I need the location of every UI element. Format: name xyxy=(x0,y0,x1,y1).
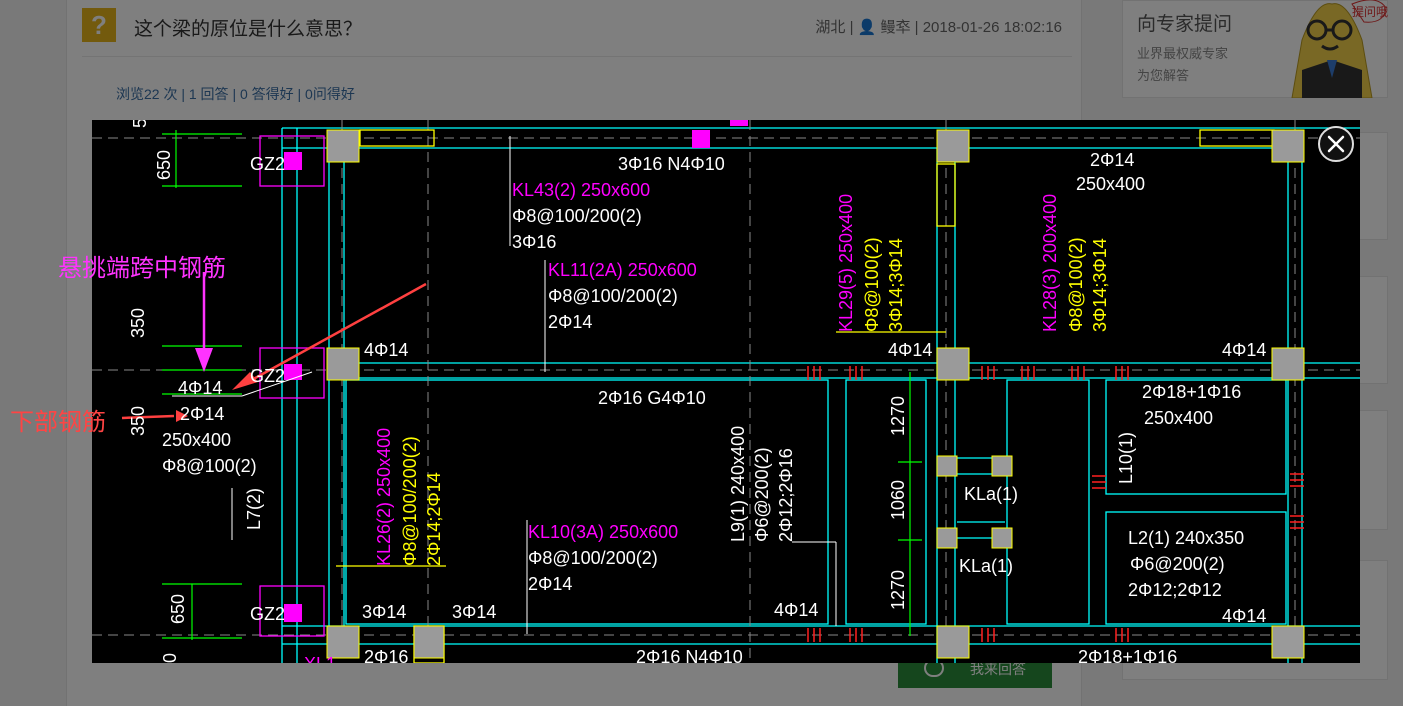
annotation-cantilever-midspan: 悬挑端跨中钢筋 xyxy=(58,254,226,282)
close-lightbox-button[interactable] xyxy=(1318,126,1354,162)
kl10-label: KL10(3A) 250x600 xyxy=(528,522,678,542)
cantilever-section: 250x400 xyxy=(162,430,231,450)
bottom-rebar-3phi14-a: 3Φ14 xyxy=(362,602,406,622)
kl43-rebar: 3Φ16 xyxy=(512,232,556,252)
gz2-label-bottom: GZ2 xyxy=(250,604,285,624)
beam-lines xyxy=(281,127,1360,663)
kla-label-1: KLa(1) xyxy=(964,484,1018,504)
l10-label: L10(1) xyxy=(1116,432,1136,484)
image-lightbox: GZ2 GZ2 GZ2 3Φ16 N4Φ10 Φ8@100/200(2) 3Φ1… xyxy=(92,120,1360,663)
kl26-rebar: 2Φ14;2Φ14 xyxy=(424,472,444,566)
dim-350-b: 350 xyxy=(128,406,148,436)
l9-stirrup: Φ6@200(2) xyxy=(752,447,772,542)
kl28-stirrup: Φ8@100(2) xyxy=(1066,237,1086,332)
kl11-label: KL11(2A) 250x600 xyxy=(548,260,697,280)
top-right-section: 250x400 xyxy=(1076,174,1145,194)
kl29-rebar: 3Φ14;3Φ14 xyxy=(886,238,906,332)
kl43-stirrup: Φ8@100/200(2) xyxy=(512,206,642,226)
bottom-right-beam-rebar: 2Φ18+1Φ16 xyxy=(1078,647,1177,663)
l7-label: L7(2) xyxy=(244,488,264,530)
section-marks xyxy=(807,366,1304,642)
dim-1060: 1060 xyxy=(888,480,908,520)
dim-1270-b: 1270 xyxy=(888,570,908,610)
dim-350-a: 350 xyxy=(128,308,148,338)
kl43-top-rebar: 3Φ16 N4Φ10 xyxy=(618,154,725,174)
top-right-rebar: 2Φ14 xyxy=(1090,150,1134,170)
gz2-label-mid: GZ2 xyxy=(250,366,285,386)
rebar-4phi14-b: 4Φ14 xyxy=(888,340,932,360)
close-icon xyxy=(1327,135,1345,153)
l2-stirrup: Φ6@200(2) xyxy=(1130,554,1225,574)
bottom-rebar-3phi14-b: 3Φ14 xyxy=(452,602,496,622)
annotation-bottom-rebar: 下部钢筋 xyxy=(10,408,106,436)
dim-650-top: 650 xyxy=(154,150,174,180)
cantilever-stirrup: Φ8@100(2) xyxy=(162,456,257,476)
mid-beam-rebar: 2Φ16 G4Φ10 xyxy=(598,388,706,408)
l2-label: L2(1) 240x350 xyxy=(1128,528,1244,548)
xl-label: XL1 xyxy=(304,654,336,663)
kl26-stirrup: Φ8@100/200(2) xyxy=(400,436,420,566)
gz2-columns xyxy=(259,120,748,637)
kl29-stirrup: Φ8@100(2) xyxy=(862,237,882,332)
bottom-beam-rebar: 2Φ16 N4Φ10 xyxy=(636,647,743,663)
kl11-stirrup: Φ8@100/200(2) xyxy=(548,286,678,306)
leader-lines xyxy=(172,136,837,634)
kla-label-2: KLa(1) xyxy=(959,556,1013,576)
l9-rebar: 2Φ12;2Φ16 xyxy=(776,448,796,542)
kl10-stirrup: Φ8@100/200(2) xyxy=(528,548,658,568)
kl10-rebar: 2Φ14 xyxy=(528,574,572,594)
dim-650-bottom: 650 xyxy=(168,594,188,624)
rebar-4phi14-a: 4Φ14 xyxy=(364,340,408,360)
kl43-label: KL43(2) 250x600 xyxy=(512,180,650,200)
cad-drawing: GZ2 GZ2 GZ2 3Φ16 N4Φ10 Φ8@100/200(2) 3Φ1… xyxy=(92,120,1360,663)
kl28-rebar: 3Φ14;3Φ14 xyxy=(1090,238,1110,332)
columns xyxy=(326,129,1305,659)
right-beam-rebar: 2Φ18+1Φ16 xyxy=(1142,382,1241,402)
kl11-rebar: 2Φ14 xyxy=(548,312,592,332)
bottom-right-rebar-4phi14: 4Φ14 xyxy=(1222,606,1266,626)
kl26-label: KL26(2) 250x400 xyxy=(374,428,394,566)
dim-5: 5 xyxy=(130,120,150,128)
cantilever-bottom-rebar: 2Φ14 xyxy=(180,404,224,424)
grid-lines xyxy=(92,120,1360,663)
bottom-rebar-2phi16: 2Φ16 xyxy=(364,647,408,663)
kl29-label: KL29(5) 250x400 xyxy=(836,194,856,332)
kl28-label: KL28(3) 200x400 xyxy=(1040,194,1060,332)
right-beam-section: 250x400 xyxy=(1144,408,1213,428)
gz2-label-top: GZ2 xyxy=(250,154,285,174)
cantilever-top-rebar: 4Φ14 xyxy=(178,378,222,398)
dimension-lines xyxy=(162,130,922,640)
annotation-arrows xyxy=(121,272,427,422)
rebar-4phi14-c: 4Φ14 xyxy=(1222,340,1266,360)
dim-0: 0 xyxy=(160,653,180,663)
l9-label: L9(1) 240x400 xyxy=(728,426,748,542)
bottom-rebar-4phi14: 4Φ14 xyxy=(774,600,818,620)
l2-rebar: 2Φ12;2Φ12 xyxy=(1128,580,1222,600)
dim-1270-a: 1270 xyxy=(888,396,908,436)
